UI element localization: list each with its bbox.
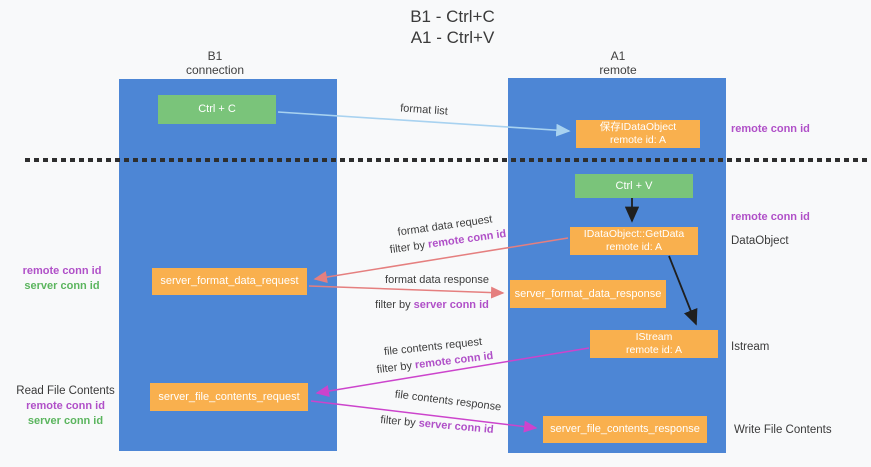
node-istream: IStream remote id: A bbox=[590, 330, 718, 358]
diagram-title: B1 - Ctrl+C A1 - Ctrl+V bbox=[340, 6, 565, 48]
node-idataobject-getdata-line1: IDataObject::GetData bbox=[583, 228, 685, 240]
filter-by-prefix: filter by bbox=[375, 299, 414, 311]
left-column-name: B1 bbox=[207, 49, 223, 63]
node-server-format-data-response-label: server_format_data_response bbox=[514, 287, 662, 300]
title-line-1: B1 - Ctrl+C bbox=[410, 7, 495, 26]
node-server-file-contents-request-label: server_file_contents_request bbox=[158, 390, 300, 403]
node-istream-line2: remote id: A bbox=[625, 344, 683, 356]
right-column-name: A1 bbox=[610, 49, 626, 63]
edge-label-file-contents-response: file contents response bbox=[394, 388, 502, 414]
filter-key-server-conn-id: server conn id bbox=[418, 417, 495, 436]
right-label-remote-conn-id-mid: remote conn id bbox=[731, 211, 810, 223]
node-istream-line1: IStream bbox=[635, 331, 673, 343]
left-file-remote-conn-id: remote conn id bbox=[26, 400, 105, 412]
node-server-file-contents-request: server_file_contents_request bbox=[150, 383, 308, 411]
left-file-server-conn-id: server conn id bbox=[27, 415, 104, 427]
node-ctrl-c-label: Ctrl + C bbox=[198, 103, 236, 115]
left-label-read-file-contents: Read File Contents bbox=[16, 385, 115, 397]
node-save-idataobject-line1: 保存IDataObject bbox=[599, 121, 677, 133]
filter-by-prefix: filter by bbox=[389, 238, 429, 257]
left-column-header: B1 connection bbox=[147, 49, 283, 77]
title-line-2: A1 - Ctrl+V bbox=[410, 28, 495, 47]
node-idataobject-getdata: IDataObject::GetData remote id: A bbox=[570, 227, 698, 255]
node-save-idataobject-line2: remote id: A bbox=[609, 134, 667, 146]
right-label-istream: Istream bbox=[731, 341, 770, 353]
node-server-format-data-request: server_format_data_request bbox=[152, 268, 307, 295]
left-column-role: connection bbox=[185, 63, 245, 77]
node-ctrl-v-label: Ctrl + V bbox=[615, 179, 653, 192]
node-server-format-data-response: server_format_data_response bbox=[510, 280, 666, 308]
right-column-header: A1 remote bbox=[550, 49, 686, 77]
filter-key-server-conn-id: server conn id bbox=[413, 299, 489, 311]
node-idataobject-getdata-line2: remote id: A bbox=[605, 241, 663, 253]
format-data-response-arrow bbox=[308, 285, 505, 299]
node-server-file-contents-response-label: server_file_contents_response bbox=[550, 423, 700, 435]
right-label-dataobject: DataObject bbox=[731, 235, 789, 247]
node-save-idataobject: 保存IDataObject remote id: A bbox=[576, 120, 700, 148]
edge-label-format-data-response-filter: filter by server conn id bbox=[375, 299, 489, 311]
right-column-role: remote bbox=[599, 63, 637, 77]
edge-label-format-data-response: format data response bbox=[385, 274, 489, 286]
node-server-format-data-request-label: server_format_data_request bbox=[160, 275, 299, 287]
left-format-remote-conn-id: remote conn id bbox=[22, 265, 102, 277]
left-label-group-format: remote conn id server conn id bbox=[8, 264, 116, 294]
filter-by-prefix: filter by bbox=[379, 414, 420, 430]
filter-by-prefix: filter by bbox=[376, 359, 416, 377]
node-server-file-contents-response: server_file_contents_response bbox=[543, 416, 707, 443]
left-format-server-conn-id: server conn id bbox=[24, 280, 100, 292]
node-ctrl-v: Ctrl + V bbox=[575, 174, 693, 198]
edge-label-format-list: format list bbox=[399, 102, 449, 118]
edge-label-file-contents-response-filter: filter by server conn id bbox=[380, 414, 494, 436]
session-divider-dashed-line bbox=[25, 158, 871, 162]
right-label-remote-conn-id-top: remote conn id bbox=[731, 123, 810, 135]
node-ctrl-c: Ctrl + C bbox=[158, 95, 276, 124]
right-label-write-file-contents: Write File Contents bbox=[734, 424, 832, 436]
left-label-group-file: Read File Contents remote conn id server… bbox=[8, 384, 123, 429]
